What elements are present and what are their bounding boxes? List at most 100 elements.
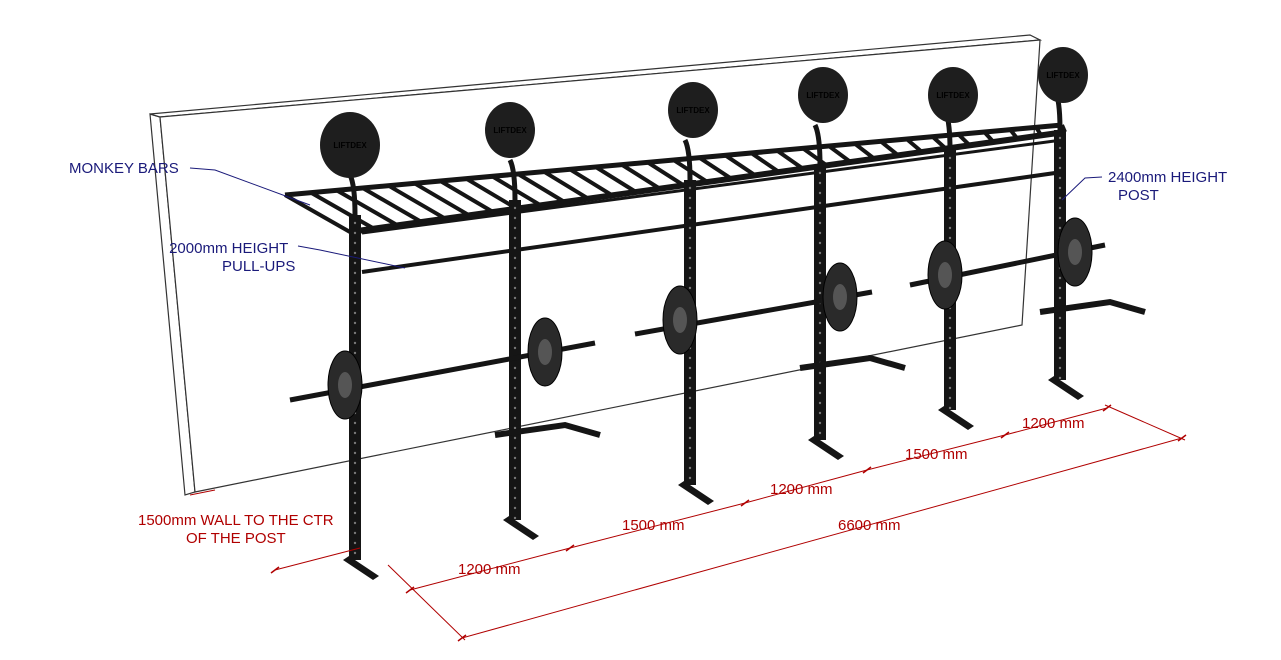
post-hole bbox=[818, 241, 822, 245]
dimension-tick bbox=[1102, 404, 1112, 412]
wall-label-line2: OF THE POST bbox=[185, 530, 286, 547]
post-hole bbox=[818, 371, 822, 375]
post-hole bbox=[1058, 136, 1062, 140]
post-hole bbox=[513, 216, 517, 220]
post-hole bbox=[353, 541, 357, 545]
post-hole bbox=[1058, 216, 1062, 220]
post-hole bbox=[513, 266, 517, 270]
monkey-bar-rung bbox=[284, 193, 351, 234]
post-hole bbox=[948, 206, 952, 210]
post-hole bbox=[1058, 326, 1062, 330]
post-hole bbox=[353, 291, 357, 295]
gap-dimension-line bbox=[409, 547, 571, 591]
post-hole bbox=[353, 521, 357, 525]
monkey-bar-rung bbox=[387, 183, 447, 221]
post-hole bbox=[513, 506, 517, 510]
post-hole bbox=[948, 406, 952, 410]
monkey-bar-rung bbox=[568, 167, 614, 198]
logo: LIFTDEX bbox=[676, 106, 710, 115]
target-disc bbox=[668, 82, 718, 138]
dimension-tick bbox=[1000, 431, 1010, 439]
post-hole bbox=[688, 466, 692, 470]
post-hole bbox=[948, 186, 952, 190]
post-hole bbox=[818, 391, 822, 395]
post-hole bbox=[688, 236, 692, 240]
target-disc bbox=[1038, 47, 1088, 103]
post-hole bbox=[353, 301, 357, 305]
wall-dimension-line bbox=[274, 547, 361, 571]
dimension-tick bbox=[565, 544, 575, 552]
post-hole bbox=[818, 321, 822, 325]
post-hole bbox=[948, 166, 952, 170]
monkey-bar-rung bbox=[957, 132, 972, 147]
post-hole bbox=[1058, 296, 1062, 300]
post-hole bbox=[1058, 196, 1062, 200]
post-hole bbox=[1058, 276, 1062, 280]
post-hole bbox=[948, 386, 952, 390]
post-hole bbox=[513, 496, 517, 500]
extension-line bbox=[387, 564, 466, 641]
post-hole bbox=[513, 336, 517, 340]
plate-hub bbox=[833, 284, 847, 310]
post-hole bbox=[1058, 376, 1062, 380]
plate-hub bbox=[538, 339, 552, 365]
post-hole bbox=[688, 226, 692, 230]
post-hole bbox=[353, 481, 357, 485]
post-hole bbox=[513, 416, 517, 420]
post-hole bbox=[513, 486, 517, 490]
post-hole bbox=[513, 386, 517, 390]
post-foot bbox=[808, 436, 844, 460]
post-label-line2: POST bbox=[1118, 187, 1159, 204]
post-hole bbox=[513, 236, 517, 240]
gap-dimension-line bbox=[1004, 407, 1108, 436]
post-hole bbox=[948, 236, 952, 240]
post-hole bbox=[353, 531, 357, 535]
monkey-bar-rung bbox=[413, 181, 471, 218]
post-hole bbox=[818, 181, 822, 185]
post-hole bbox=[818, 331, 822, 335]
post-hole bbox=[1058, 356, 1062, 360]
logo: LIFTDEX bbox=[333, 141, 367, 150]
post-foot bbox=[343, 556, 379, 580]
monkey-bar-rung bbox=[309, 190, 375, 231]
post-hole bbox=[353, 421, 357, 425]
dim-gap-4: 1500 mm bbox=[905, 446, 968, 463]
logo: LIFTDEX bbox=[936, 91, 970, 100]
monkey-bar-rung bbox=[775, 149, 804, 171]
post-hole bbox=[1058, 346, 1062, 350]
wall-label-line1: 1500mm WALL TO THE CTR bbox=[138, 512, 334, 529]
monkey-bar-rung bbox=[750, 151, 781, 174]
target-disc bbox=[798, 67, 848, 123]
post-hole bbox=[513, 226, 517, 230]
monkey-bar-rung bbox=[879, 139, 900, 157]
post-hole bbox=[818, 431, 822, 435]
post-hole bbox=[353, 241, 357, 245]
monkey-bar-rung bbox=[594, 165, 638, 194]
post-hole bbox=[513, 206, 517, 210]
leader-lines bbox=[189, 167, 1103, 269]
post-hole bbox=[513, 446, 517, 450]
post-hole bbox=[948, 216, 952, 220]
post-hole bbox=[513, 376, 517, 380]
post-hole bbox=[353, 311, 357, 315]
post-hole bbox=[688, 286, 692, 290]
post-hole bbox=[818, 291, 822, 295]
post-hole bbox=[513, 326, 517, 330]
post-hole bbox=[688, 396, 692, 400]
spotter-arm bbox=[1039, 298, 1146, 315]
post-hole bbox=[948, 326, 952, 330]
post-hole bbox=[353, 551, 357, 555]
monkey-bar-rung bbox=[827, 144, 852, 164]
dimension-tick bbox=[862, 466, 872, 474]
dimension-tick bbox=[740, 499, 750, 507]
dim-gap-5: 1200 mm bbox=[1022, 415, 1085, 432]
post-hole bbox=[688, 416, 692, 420]
dim-gap-2: 1500 mm bbox=[622, 517, 685, 534]
post-hole bbox=[513, 406, 517, 410]
post-hole bbox=[513, 306, 517, 310]
post-hole bbox=[353, 231, 357, 235]
post-hole bbox=[818, 191, 822, 195]
wall-distance-label: 1500mm WALL TO THE CTR OF THE POST bbox=[138, 512, 334, 548]
logo: LIFTDEX bbox=[806, 91, 840, 100]
disc-arm bbox=[507, 158, 518, 201]
